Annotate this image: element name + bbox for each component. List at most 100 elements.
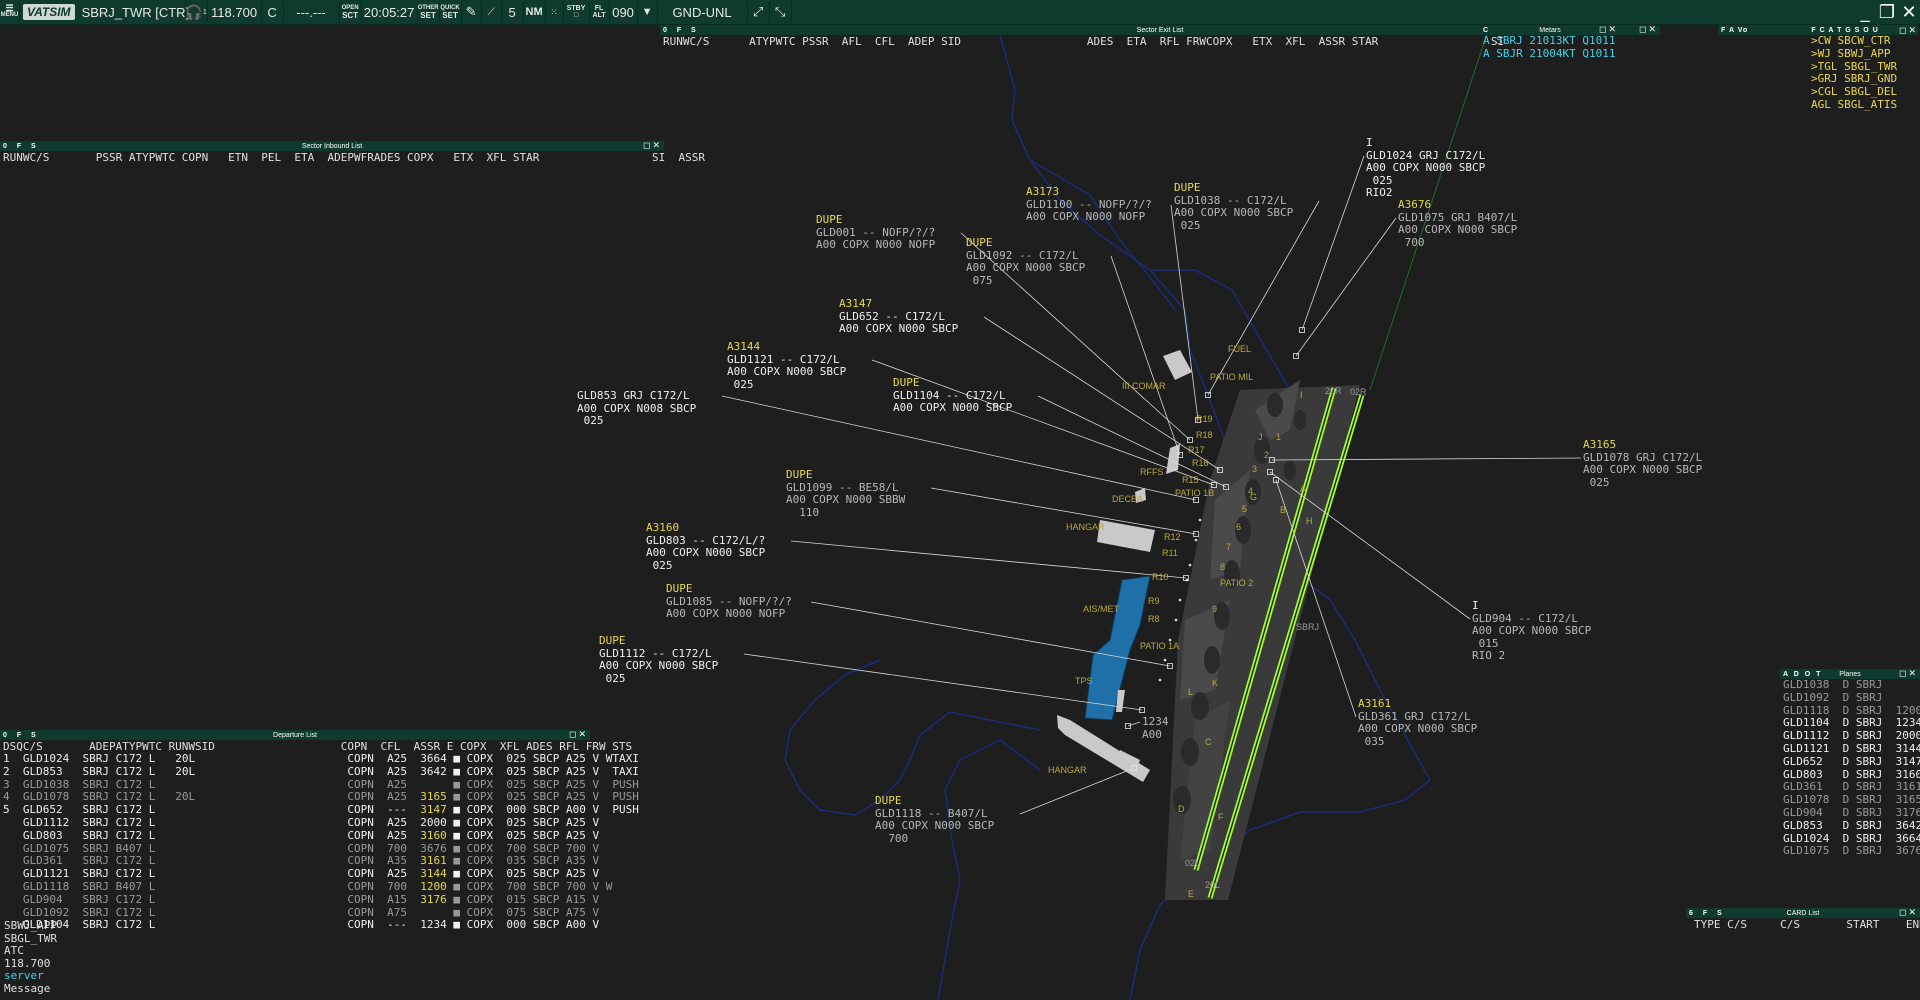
table-row[interactable]: GLD1112 SBRJ C172 L COPN A25 2000 ■ COPX… — [0, 815, 599, 830]
table-row[interactable]: GLD1075 SBRJ B407 L COPN 700 3676 ■ COPX… — [0, 841, 599, 856]
aircraft-target[interactable] — [1273, 477, 1279, 483]
atc-station[interactable]: >TGL SBGL_TWR — [1811, 59, 1898, 73]
mode-indicator[interactable]: C — [262, 1, 284, 23]
callsign-display[interactable]: SBRJ_TWR [CTR] — [78, 1, 189, 23]
metar-row[interactable]: A SBRJ 21013KT Q1011 — [1483, 34, 1616, 47]
table-row[interactable]: GLD904 SBRJ C172 L COPN A15 3176 ■ COPX … — [0, 892, 599, 907]
table-row[interactable]: 2 GLD853 SBRJ C172 L 20L COPN A25 3642 ■… — [0, 764, 639, 779]
filter-button[interactable]: ▼ — [638, 1, 658, 23]
metar-list-header[interactable]: C Metars ◻✕ — [1480, 24, 1620, 35]
aircraft-target[interactable] — [1139, 707, 1145, 713]
dep-e-box[interactable]: ■ — [453, 764, 467, 778]
plane-row[interactable]: GLD803 D SBRJ 3160 — [1783, 767, 1920, 781]
table-row[interactable]: 1 GLD1024 SBRJ C172 L 20L COPN A25 3664 … — [0, 752, 639, 766]
altitude-filter[interactable]: GND-UNL — [658, 1, 748, 23]
dep-e-box[interactable]: ■ — [453, 841, 467, 855]
table-row[interactable]: GLD803 SBRJ C172 L COPN A25 3160 ■ COPX … — [0, 828, 599, 843]
minimize-icon[interactable]: _ — [1860, 1, 1870, 23]
atc-station[interactable]: >CGL SBGL_DEL — [1811, 85, 1898, 99]
standby-button[interactable]: STBY□ — [564, 1, 590, 23]
atc-station[interactable]: >WJ SBWJ_APP — [1811, 46, 1891, 60]
dep-e-box[interactable]: ■ — [453, 752, 467, 765]
dep-e-box[interactable]: ■ — [453, 815, 467, 829]
plane-row[interactable]: GLD1075 D SBRJ 3676 — [1783, 844, 1920, 858]
primary-frequency[interactable]: 118.700 — [208, 1, 262, 23]
atc-list-header[interactable]: F A Vo F C A T G S O U ◻✕ — [1718, 25, 1918, 35]
window-control-icons[interactable]: ◻✕ — [1638, 24, 1658, 34]
table-row[interactable]: GLD1092 SBRJ C172 L COPN A75 ■ COPX 075 … — [0, 906, 599, 920]
table-row[interactable]: GLD1104 SBRJ C172 L COPN --- 1234 ■ COPX… — [0, 918, 599, 932]
departure-list-header[interactable]: 0 F S Departure List ◻✕ — [0, 729, 590, 740]
window-control-icons[interactable]: ◻✕ — [642, 140, 662, 150]
atc-station[interactable]: >CW SBCW_CTR — [1811, 34, 1891, 47]
table-row[interactable]: 3 GLD1038 SBRJ C172 L COPN A25 ■ COPX 02… — [0, 777, 639, 792]
window-control-icons[interactable]: ◻✕ — [1898, 668, 1918, 678]
aircraft-target[interactable] — [1183, 575, 1189, 581]
headset-button[interactable]: 🎧1 — [185, 1, 208, 23]
plane-row[interactable]: GLD1112 D SBRJ 2000 — [1783, 729, 1920, 743]
atc-station[interactable]: AGL SBGL_ATIS — [1811, 97, 1898, 111]
aircraft-target[interactable] — [1167, 663, 1173, 669]
aircraft-target[interactable] — [1205, 392, 1211, 398]
transition-level[interactable]: 090 — [610, 1, 638, 23]
aircraft-target[interactable] — [1177, 452, 1183, 458]
plane-row[interactable]: GLD853 D SBRJ 3642 — [1783, 818, 1920, 832]
dep-e-box[interactable]: ■ — [453, 918, 467, 932]
dep-e-box[interactable]: ■ — [453, 777, 467, 791]
dep-e-box[interactable]: ■ — [453, 828, 467, 842]
plane-row[interactable]: GLD904 D SBRJ 3176 — [1783, 805, 1920, 819]
aircraft-target[interactable] — [1211, 482, 1217, 488]
sector-inbound-list-header[interactable]: 0 F S Sector Inbound List ◻✕ — [0, 140, 664, 151]
dep-e-box[interactable]: ■ — [453, 854, 467, 868]
aircraft-target[interactable] — [1131, 765, 1137, 771]
plane-row[interactable]: GLD1118 D SBRJ 1200 — [1783, 703, 1920, 717]
planes-list-header[interactable]: A D O T Planes ◻✕ — [1780, 668, 1920, 679]
aircraft-target[interactable] — [1195, 417, 1201, 423]
card-list-header[interactable]: 6 F S CARD List ◻✕ — [1686, 907, 1920, 918]
range-value[interactable]: 5 — [502, 1, 524, 23]
window-control-icons[interactable]: ◻✕ — [1898, 24, 1918, 35]
plane-row[interactable]: GLD1038 D SBRJ — [1783, 678, 1896, 691]
table-row[interactable]: 4 GLD1078 SBRJ C172 L 20L COPN A25 3165 … — [0, 790, 639, 804]
aircraft-target[interactable] — [1293, 353, 1299, 359]
close-icon[interactable]: ✕ — [1901, 1, 1917, 23]
measure-button[interactable]: ⤡ — [770, 1, 792, 23]
dep-e-box[interactable]: ■ — [453, 892, 467, 906]
compass-button[interactable]: ⤢ — [748, 1, 770, 23]
aircraft-target[interactable] — [1299, 327, 1305, 333]
aircraft-target[interactable] — [1193, 497, 1199, 503]
ruler-button[interactable]: ⟋ — [482, 1, 502, 23]
aircraft-target[interactable] — [1125, 723, 1131, 729]
plane-row[interactable]: GLD1121 D SBRJ 3144 — [1783, 741, 1920, 755]
dep-e-box[interactable]: ■ — [453, 879, 467, 893]
aircraft-target[interactable] — [1223, 484, 1229, 490]
plane-row[interactable]: GLD1104 D SBRJ 1234 — [1783, 716, 1920, 730]
pencil-button[interactable]: ✎ — [462, 1, 482, 23]
restore-icon[interactable]: ❐ — [1878, 1, 1896, 23]
plane-row[interactable]: GLD361 D SBRJ 3161 — [1783, 780, 1920, 794]
table-row[interactable]: GLD1121 SBRJ C172 L COPN A25 3144 ■ COPX… — [0, 867, 599, 881]
range-unit[interactable]: NM — [524, 1, 546, 23]
menu-button[interactable]: ☰MENU — [0, 1, 20, 23]
atc-station[interactable]: >GRJ SBRJ_GND — [1811, 72, 1898, 86]
window-control-icons[interactable]: ◻✕ — [1898, 907, 1918, 917]
table-row[interactable]: 5 GLD652 SBRJ C172 L COPN --- 3147 ■ COP… — [0, 803, 639, 817]
dep-e-box[interactable]: ■ — [453, 867, 467, 881]
aircraft-target[interactable] — [1269, 457, 1275, 463]
